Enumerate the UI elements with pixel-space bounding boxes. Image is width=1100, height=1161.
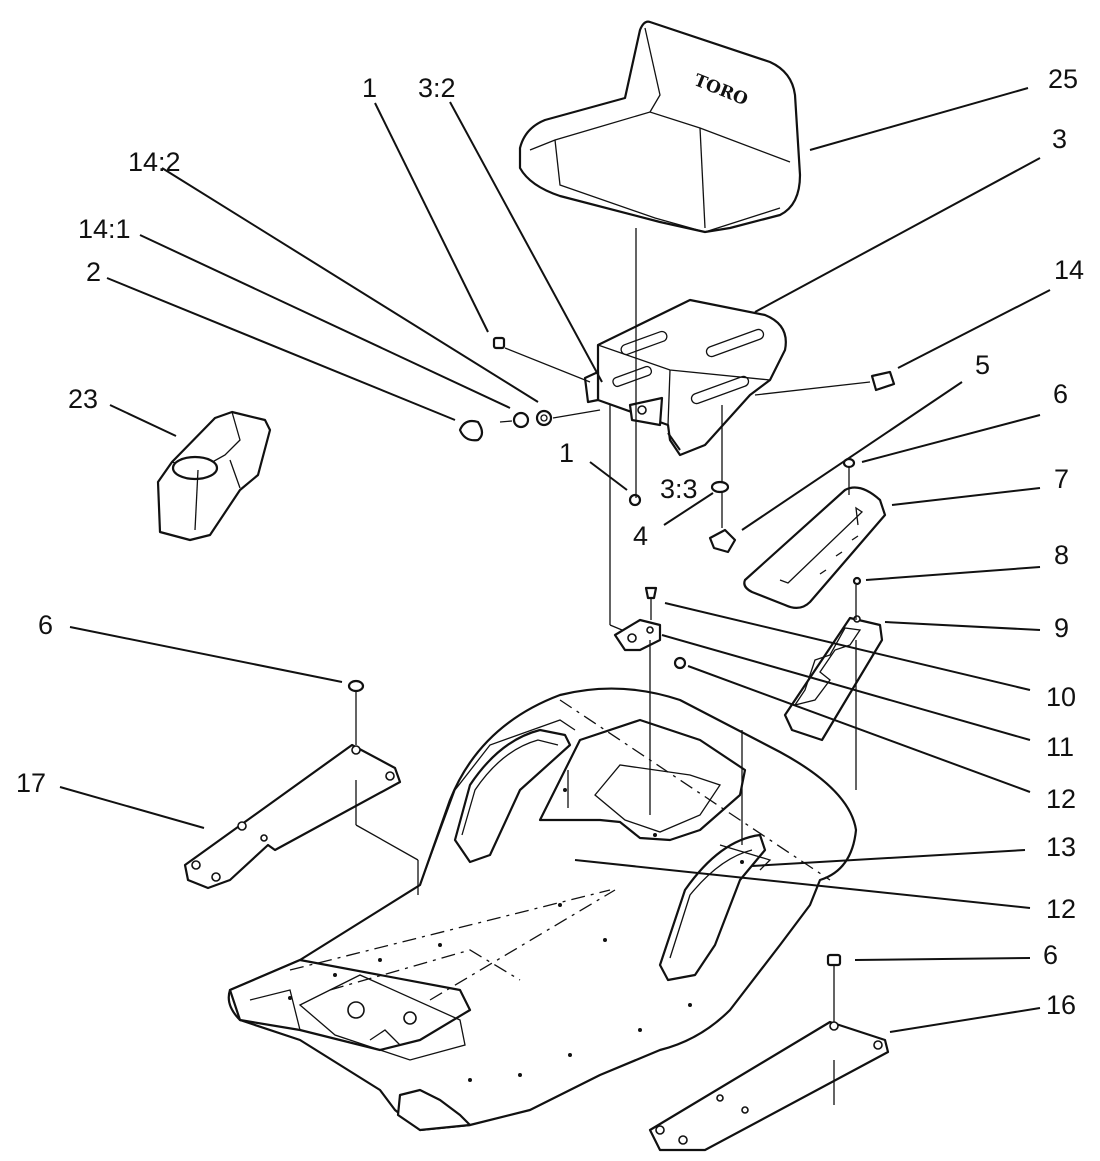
callout-12-lower: 12 <box>1046 894 1076 924</box>
callout-1-lower: 1 <box>559 438 574 468</box>
callout-4: 4 <box>633 521 648 551</box>
callout-labels: 25 3 14 5 6 7 8 9 10 11 12 13 12 6 16 1 … <box>16 64 1084 1020</box>
bolt-1-upper <box>492 336 506 350</box>
callout-3-2: 3:2 <box>418 73 456 103</box>
assembly-lines <box>355 228 871 1105</box>
callout-14: 14 <box>1054 255 1084 285</box>
knob-2 <box>458 419 484 442</box>
nut-12-upper <box>673 656 687 670</box>
callout-14-2: 14:2 <box>128 147 181 177</box>
hardware <box>347 336 896 967</box>
callout-2: 2 <box>86 257 101 287</box>
seat-pan <box>583 298 787 457</box>
plug-6-lower <box>826 953 842 967</box>
callout-1-upper: 1 <box>362 73 377 103</box>
callout-10: 10 <box>1046 682 1076 712</box>
washer-14-1 <box>512 411 530 429</box>
footrest-plate-16 <box>648 1020 890 1152</box>
seat: TORO <box>518 20 802 234</box>
plug-6-left <box>347 679 365 693</box>
callout-9: 9 <box>1054 613 1069 643</box>
callout-13: 13 <box>1046 832 1076 862</box>
callout-11: 11 <box>1046 732 1074 762</box>
bracket-11 <box>613 618 662 652</box>
callout-6-left: 6 <box>38 610 53 640</box>
slide-cover-7 <box>743 486 887 609</box>
cup-holder <box>156 410 272 542</box>
leader-lines <box>59 87 1051 1033</box>
callout-14-1: 14:1 <box>78 214 131 244</box>
callout-8: 8 <box>1054 540 1069 570</box>
fender-chassis <box>227 687 858 1132</box>
callout-6-upper: 6 <box>1053 379 1068 409</box>
callout-3: 3 <box>1052 124 1067 154</box>
knob-5 <box>708 528 737 554</box>
ring-14-2 <box>535 409 553 427</box>
rivet-8 <box>852 576 862 586</box>
callout-7: 7 <box>1054 464 1069 494</box>
callout-12-upper: 12 <box>1046 784 1076 814</box>
switch-14 <box>870 370 896 392</box>
callout-23: 23 <box>68 384 98 414</box>
callout-6-lower: 6 <box>1043 940 1058 970</box>
washer-4 <box>710 480 730 494</box>
footrest-plate-17 <box>183 743 402 890</box>
callout-17: 17 <box>16 768 46 798</box>
callout-3-3: 3:3 <box>660 474 698 504</box>
nut-1-lower <box>628 493 642 507</box>
callout-5: 5 <box>975 350 990 380</box>
callout-25: 25 <box>1048 64 1078 94</box>
callout-16: 16 <box>1046 990 1076 1020</box>
bolt-10 <box>644 586 658 600</box>
